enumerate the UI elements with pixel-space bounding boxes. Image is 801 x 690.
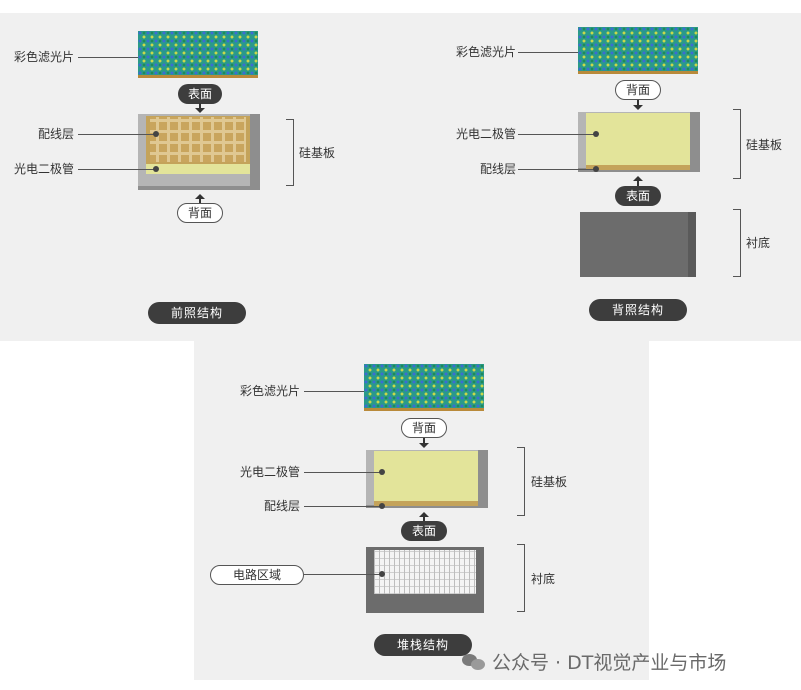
stacked-wiring-dot (379, 503, 385, 509)
front-wiring-leader (78, 134, 156, 135)
back-arrow-up-icon (633, 176, 643, 186)
back-wiring-label: 配线层 (479, 162, 516, 176)
stacked-circuit-dot (379, 571, 385, 577)
front-wiring-label: 配线层 (37, 127, 74, 141)
front-photodiode-dot (153, 166, 159, 172)
back-wiring-layer (586, 165, 690, 170)
stacked-backside-pill: 背面 (401, 418, 447, 438)
stacked-photodiode-dot (379, 469, 385, 475)
stacked-photodiode-label: 光电二极管 (239, 465, 300, 479)
stacked-arrow-up-icon (419, 512, 429, 522)
back-color-filter (578, 27, 698, 74)
front-color-filter-leader (78, 57, 138, 58)
watermark-text: 公众号 · DT视觉产业与市场 (492, 652, 727, 674)
front-photodiode-leader (78, 169, 156, 170)
front-photodiode-label: 光电二极管 (13, 162, 74, 176)
back-silicon-bracket (733, 109, 741, 179)
front-color-filter-label: 彩色滤光片 (13, 50, 74, 64)
back-substrate-label: 衬底 (746, 236, 771, 250)
back-backside-pill: 背面 (615, 80, 661, 100)
front-wiring-grid (150, 117, 246, 162)
stacked-circuit-pill: 电路区域 (210, 565, 304, 585)
back-wiring-dot (593, 166, 599, 172)
stacked-color-filter (364, 364, 484, 411)
wechat-icon (462, 652, 486, 672)
back-substrate-bracket (733, 209, 741, 277)
back-silicon-label: 硅基板 (746, 138, 783, 152)
front-arrow-up-icon (195, 194, 205, 204)
stacked-silicon-label: 硅基板 (531, 475, 568, 489)
stacked-wiring-leader (304, 506, 382, 507)
stacked-title: 堆栈结构 (374, 634, 472, 656)
stacked-color-filter-label: 彩色滤光片 (239, 384, 300, 398)
stacked-photodiode-leader (304, 472, 382, 473)
front-arrow-down-icon (195, 103, 205, 113)
back-wiring-leader (518, 169, 596, 170)
stacked-arrow-down-icon (419, 438, 429, 448)
back-color-filter-label: 彩色滤光片 (455, 45, 516, 59)
watermark: 公众号 · DT视觉产业与市场 (462, 648, 726, 675)
stacked-circuit-area (374, 550, 476, 594)
stacked-substrate-label: 衬底 (531, 572, 556, 586)
front-color-filter (138, 31, 258, 78)
stacked-circuit-leader (304, 574, 382, 575)
back-support-substrate (580, 212, 696, 277)
back-photodiode-layer (586, 113, 690, 165)
front-backside-pill: 背面 (177, 203, 223, 223)
back-photodiode-leader (518, 134, 596, 135)
back-title: 背照结构 (589, 299, 687, 321)
stacked-wiring-label: 配线层 (263, 499, 300, 513)
front-silicon-bracket (286, 119, 294, 186)
back-color-filter-leader (518, 52, 578, 53)
front-title: 前照结构 (148, 302, 246, 324)
front-photodiode-layer (146, 164, 250, 174)
back-photodiode-label: 光电二极管 (455, 127, 516, 141)
front-wiring-dot (153, 131, 159, 137)
front-silicon-label: 硅基板 (299, 146, 336, 160)
front-surface-pill: 表面 (178, 84, 222, 104)
stacked-photodiode-layer (374, 451, 478, 501)
stacked-substrate-bracket (517, 544, 525, 612)
back-surface-pill: 表面 (615, 186, 661, 206)
back-support-substrate-side (688, 212, 696, 277)
back-photodiode-dot (593, 131, 599, 137)
back-arrow-down-icon (633, 100, 643, 110)
stacked-wiring-layer (374, 501, 478, 506)
stacked-color-filter-leader (304, 391, 364, 392)
stacked-surface-pill: 表面 (401, 521, 447, 541)
stacked-silicon-bracket (517, 447, 525, 516)
